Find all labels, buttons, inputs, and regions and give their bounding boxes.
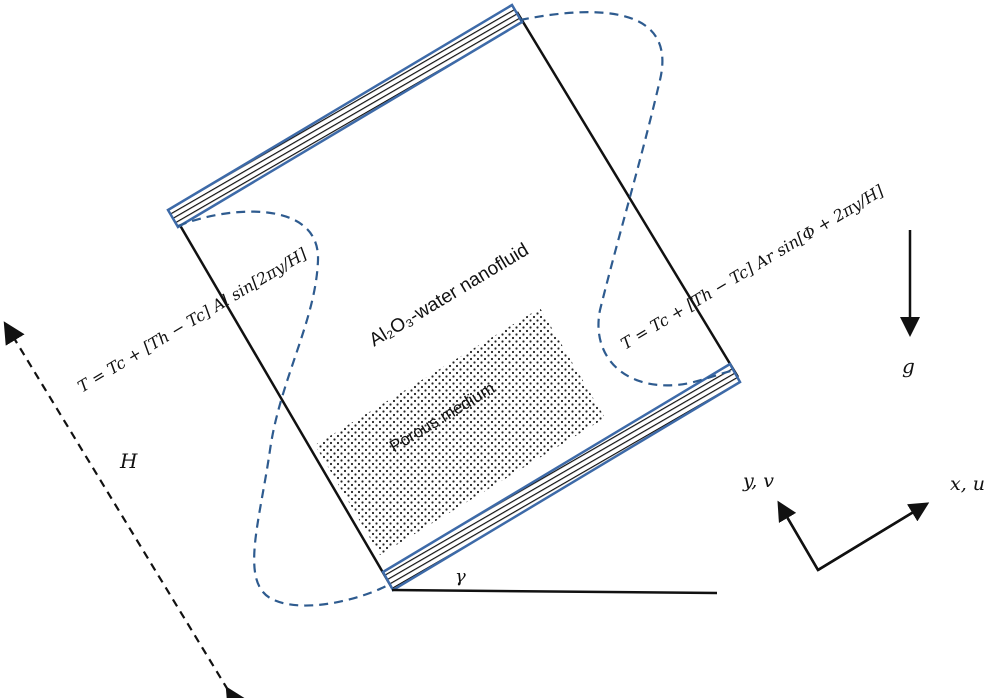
coordinate-axes xyxy=(778,503,926,572)
x-axis-arrow xyxy=(817,502,930,572)
x-axis-label: x, u xyxy=(950,473,985,495)
left-wall xyxy=(172,214,394,589)
right-wall xyxy=(515,11,740,378)
bottom-wall xyxy=(381,362,742,592)
height-arrow xyxy=(3,321,247,698)
gravity-label: g xyxy=(902,354,915,378)
angle-label: γ xyxy=(455,566,466,587)
left-temperature-profile xyxy=(177,210,389,607)
height-label: H xyxy=(119,449,138,473)
right-temperature-profile xyxy=(519,11,736,387)
porous-medium-region xyxy=(315,308,605,555)
left-boundary-condition: T = Tc + [Th − Tc] Al sin[2πy/H] xyxy=(74,244,310,396)
y-axis-arrow xyxy=(777,500,820,571)
y-axis-label: y, v xyxy=(742,470,774,492)
top-wall xyxy=(166,3,524,229)
right-boundary-condition: T = Tc + [Th − Tc] Ar sin[Φ + 2πy/H] xyxy=(617,181,887,354)
horizontal-baseline xyxy=(391,588,718,595)
